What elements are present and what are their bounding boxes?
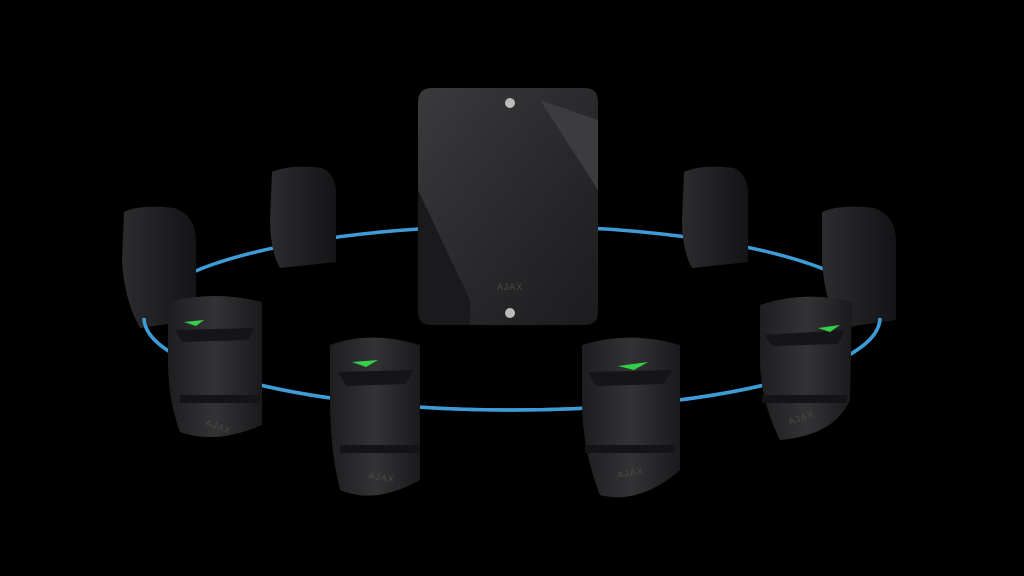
motion-detector-2: AJAX (330, 337, 420, 496)
motion-detector-3: AJAX (582, 337, 680, 498)
svg-text:AJAX: AJAX (368, 470, 396, 484)
side-detector-right (822, 206, 896, 328)
svg-text:AJAX: AJAX (497, 282, 524, 292)
motion-detector-4: AJAX (760, 296, 852, 440)
hub-device: AJAX (418, 88, 598, 325)
side-detector-back-right (682, 166, 749, 268)
motion-detector-1: AJAX (168, 296, 262, 438)
screw-icon (505, 98, 515, 108)
side-detector-back-left (270, 166, 337, 268)
screw-icon (505, 308, 515, 318)
svg-text:AJAX: AJAX (617, 466, 645, 480)
side-detector-left (122, 206, 196, 328)
